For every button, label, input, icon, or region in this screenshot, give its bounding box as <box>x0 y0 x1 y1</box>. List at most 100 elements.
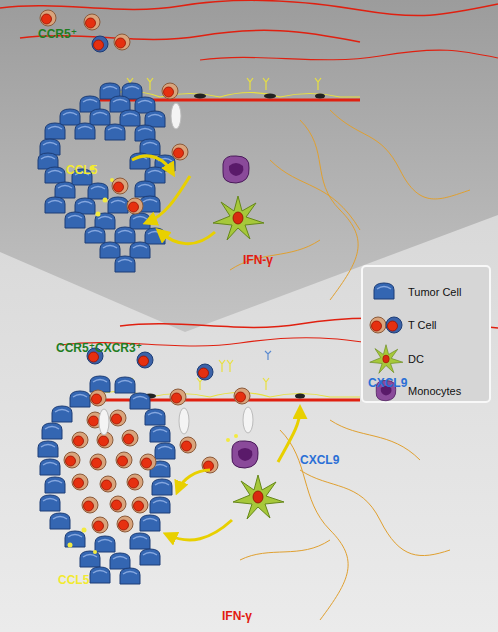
legend-text: Tumor Cell <box>408 286 461 298</box>
art-shape <box>362 266 490 402</box>
art-shape <box>130 393 150 409</box>
art-shape <box>100 476 116 492</box>
art-shape <box>140 549 160 565</box>
art-shape <box>105 124 125 140</box>
annotation-label: IFN-γ <box>243 254 273 266</box>
legend-item: DC <box>408 354 424 365</box>
art-shape <box>99 409 109 435</box>
art-shape <box>40 459 60 475</box>
art-shape <box>75 123 95 139</box>
art-shape <box>65 531 85 547</box>
tumor-cell <box>38 376 175 584</box>
rolling-tail <box>171 103 181 129</box>
legend-text: T Cell <box>408 319 437 331</box>
art-shape <box>82 528 87 533</box>
art-shape <box>115 256 135 272</box>
signal-arrow <box>132 156 215 244</box>
art-shape <box>96 212 101 217</box>
legend-item: Tumor Cell <box>408 287 461 298</box>
art-shape <box>90 390 106 406</box>
art-shape <box>243 407 253 433</box>
t-cell <box>40 10 188 214</box>
art-shape <box>178 470 210 490</box>
art-shape <box>64 452 80 468</box>
art-shape <box>263 78 269 90</box>
art-shape <box>103 198 108 203</box>
art-shape <box>135 181 155 197</box>
art-shape <box>386 317 402 333</box>
art-shape <box>145 111 165 127</box>
art-shape <box>234 434 238 438</box>
annotation-label: CCL5 <box>66 164 97 176</box>
art-shape <box>127 474 143 490</box>
legend-box <box>362 266 490 402</box>
art-shape <box>0 0 498 15</box>
art-shape <box>240 540 330 560</box>
art-shape <box>200 50 498 60</box>
dendritic-cell <box>233 475 284 519</box>
art-shape <box>137 352 153 368</box>
art-shape <box>60 109 80 125</box>
art-shape <box>278 410 300 462</box>
art-shape <box>180 437 196 453</box>
art-shape <box>40 495 60 511</box>
art-shape <box>72 474 88 490</box>
art-shape <box>110 553 130 569</box>
art-shape <box>50 513 70 529</box>
signal-arrow <box>168 410 300 540</box>
art-shape <box>65 212 85 228</box>
art-shape <box>115 227 135 243</box>
art-shape <box>130 213 150 229</box>
art-shape <box>179 408 189 434</box>
art-shape <box>172 144 188 160</box>
art-shape <box>68 543 73 548</box>
art-shape <box>330 420 420 460</box>
legend-text: Monocytes <box>408 385 461 397</box>
legend-text: DC <box>408 353 424 365</box>
art-shape <box>226 438 230 442</box>
art-shape <box>234 388 250 404</box>
art-shape <box>90 109 110 125</box>
art-shape <box>132 156 172 172</box>
annotation-label: CXCL9 <box>300 454 339 466</box>
art-shape <box>140 515 160 531</box>
annotation-label: IFN-γ <box>222 610 252 622</box>
annotation-label: CCR5⁺ <box>38 28 77 40</box>
art-shape <box>90 376 110 392</box>
art-shape <box>52 406 72 422</box>
art-shape <box>114 34 130 50</box>
art-shape <box>40 10 56 26</box>
art-shape <box>230 240 320 270</box>
art-shape <box>45 477 65 493</box>
art-shape <box>370 317 386 333</box>
tumor-cell <box>38 83 175 272</box>
art-shape <box>148 176 190 222</box>
annotation-label: CCR5⁺CXCR3⁺ <box>56 342 142 354</box>
art-shape <box>197 364 213 380</box>
art-shape <box>84 14 100 30</box>
art-shape <box>150 497 170 513</box>
art-shape <box>155 443 175 459</box>
art-shape <box>194 94 206 99</box>
chemokine-dot <box>68 434 239 554</box>
art-shape <box>108 197 128 213</box>
art-shape <box>170 389 186 405</box>
art-shape <box>90 567 110 583</box>
art-shape <box>315 94 325 99</box>
art-shape <box>92 517 108 533</box>
art-shape <box>147 78 153 90</box>
art-shape <box>150 426 170 442</box>
art-shape <box>145 409 165 425</box>
art-shape <box>263 378 269 390</box>
art-shape <box>219 360 225 372</box>
art-shape <box>70 391 90 407</box>
art-shape <box>45 123 65 139</box>
art-shape <box>152 479 172 495</box>
art-shape <box>280 430 348 620</box>
art-shape <box>127 198 143 214</box>
art-shape <box>160 232 215 244</box>
art-shape <box>145 167 165 183</box>
